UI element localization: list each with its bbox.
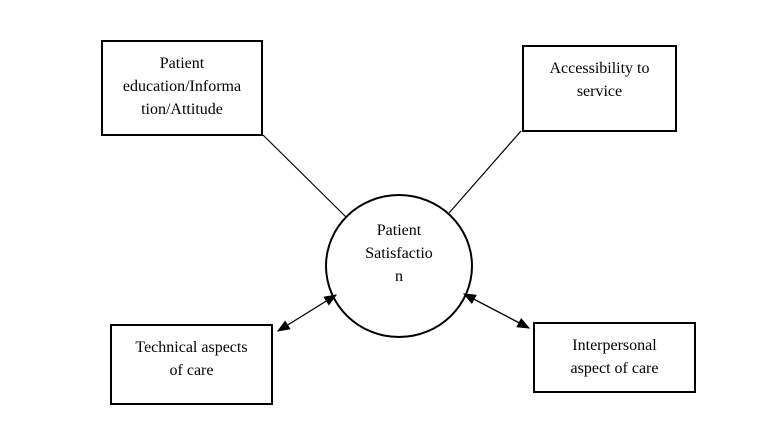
- node-technical-aspects: Technical aspects of care: [110, 324, 273, 405]
- node-technical-aspects-label: Technical aspects of care: [135, 339, 248, 379]
- node-patient-education: Patient education/Informa tion/Attitude: [101, 40, 263, 136]
- node-interpersonal-aspect: Interpersonal aspect of care: [533, 322, 696, 393]
- connector-center-to-interpersonal-double-arrow: [462, 293, 531, 329]
- connector-accessibility-to-center: [448, 130, 522, 214]
- node-patient-satisfaction: Patient Satisfactio n: [325, 194, 473, 338]
- node-patient-satisfaction-label: Patient Satisfactio n: [365, 221, 433, 285]
- node-accessibility-label: Accessibility to service: [549, 60, 650, 100]
- connector-center-to-technical-double-arrow: [276, 294, 338, 332]
- node-patient-education-label: Patient education/Informa tion/Attitude: [122, 55, 242, 118]
- node-interpersonal-aspect-label: Interpersonal aspect of care: [570, 337, 659, 377]
- node-accessibility: Accessibility to service: [522, 45, 677, 132]
- connector-education-to-center: [262, 134, 347, 218]
